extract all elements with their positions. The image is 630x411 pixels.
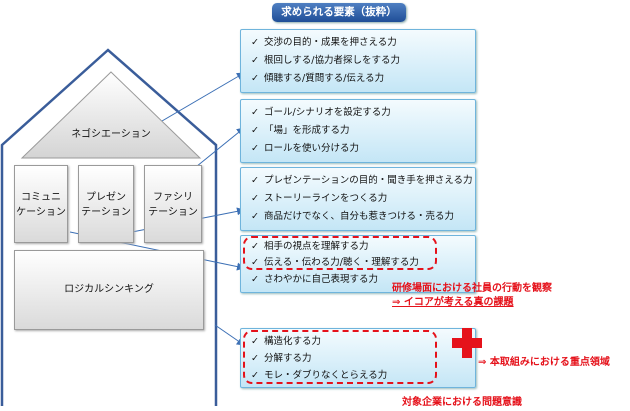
skill-label: 交渉の目的・成果を押さえる力 [264,37,397,48]
skill-item: ✓ 伝える・伝わる力/聴く・理解する力 [251,257,419,269]
skill-item: ✓ ロールを使い分ける力 [251,143,359,155]
plus-icon [452,328,482,358]
page-title: 求められる要素（抜粋） [272,3,406,22]
check-icon: ✓ [251,370,259,381]
skill-label: プレゼンテーションの目的・聞き手を押さえる力 [264,175,473,186]
skill-item: ✓ 交渉の目的・成果を押さえる力 [251,37,397,49]
check-icon: ✓ [251,193,259,204]
check-icon: ✓ [251,143,259,154]
check-icon: ✓ [251,175,259,186]
check-icon: ✓ [251,55,259,66]
roof-label: ネゴシエーション [71,129,151,140]
skill-label: 構造化する力 [264,336,322,347]
pillar-communication: コミュニ ケーション [14,165,68,243]
skill-label: 分解する力 [264,353,312,364]
skill-label: 相手の視点を理解する力 [264,241,369,252]
check-icon: ✓ [251,257,259,268]
skill-label: 傾聴する/質問する/伝える力 [264,73,385,84]
skill-item: ✓ プレゼンテーションの目的・聞き手を押さえる力 [251,175,473,187]
pillar-facilitation: ファシリ テーション [144,165,202,243]
pillar-presentation: プレゼン テーション [78,165,134,243]
check-icon: ✓ [251,211,259,222]
foundation-logical-thinking: ロジカルシンキング [14,250,204,330]
check-icon: ✓ [251,37,259,48]
skill-group-communication: ✓ 相手の視点を理解する力 ✓ 伝える・伝わる力/聴く・理解する力 ✓ さわやかに自己… [240,235,476,293]
skill-item: ✓ モレ・ダブりなくとらえる力 [251,370,387,382]
skill-item: ✓ ストーリーラインをつくる力 [251,193,387,205]
skill-label: 商品だけでなく、自分も惹きつける・売る力 [264,211,455,222]
arrow-logical [214,324,245,346]
pillar-facilitation-line2: テーション [148,207,198,218]
pillar-presentation-line1: プレゼン [86,192,126,203]
pillar-facilitation-line1: ファシリ [153,192,193,203]
skill-label: 根回しする/協力者探しをする力 [264,55,401,66]
pillar-communication-line1: コミュニ [21,192,61,203]
skill-item: ✓ 構造化する力 [251,336,321,348]
check-icon: ✓ [251,274,259,285]
highlight-logical-thinking [243,330,437,384]
skill-item: ✓ さわやかに自己表現する力 [251,274,378,286]
skill-item: ✓ 分解する力 [251,353,312,365]
skill-label: モレ・ダブりなくとらえる力 [264,370,388,381]
pillar-presentation-line2: テーション [81,207,131,218]
highlight-communication [243,236,437,270]
skill-group-facilitation: ✓ ゴール/シナリオを設定する力 ✓ 「場」を形成する力 ✓ ロールを使い分ける力 [240,99,476,163]
client-issue-note: 対象企業における問題意識 [402,397,522,408]
skill-label: 「場」を形成する力 [264,125,350,136]
house-outline [0,48,218,406]
skill-item: ✓ 傾聴する/質問する/伝える力 [251,73,384,85]
arrow-negotiation [149,72,245,129]
pillar-communication-line2: ケーション [16,207,66,218]
skill-item: ✓ 「場」を形成する力 [251,125,350,137]
skill-item: ✓ 根回しする/協力者探しをする力 [251,55,400,67]
skill-item: ✓ ゴール/シナリオを設定する力 [251,107,391,119]
skill-label: ロールを使い分ける力 [264,143,360,154]
roof-negotiation [20,71,202,159]
skill-label: ストーリーラインをつくる力 [264,193,388,204]
check-icon: ✓ [251,125,259,136]
skill-item: ✓ 相手の視点を理解する力 [251,241,369,253]
skill-item: ✓ 商品だけでなく、自分も惹きつける・売る力 [251,211,454,223]
check-icon: ✓ [251,353,259,364]
true-issue-note: ⇒ イコアが考える真の課題 [392,297,514,308]
observation-note: 研修場面における社員の行動を観察 [392,283,552,294]
focus-area-note: ⇒ 本取組みにおける重点領域 [478,357,610,368]
skill-group-negotiation: ✓ 交渉の目的・成果を押さえる力 ✓ 根回しする/協力者探しをする力 ✓ 傾聴する/質… [240,29,476,93]
skill-label: ゴール/シナリオを設定する力 [264,107,391,118]
check-icon: ✓ [251,107,259,118]
skill-group-presentation: ✓ プレゼンテーションの目的・聞き手を押さえる力 ✓ ストーリーラインをつくる力 ✓… [240,167,476,231]
check-icon: ✓ [251,336,259,347]
skill-label: さわやかに自己表現する力 [264,274,379,285]
check-icon: ✓ [251,241,259,252]
skill-label: 伝える・伝わる力/聴く・理解する力 [264,257,419,268]
check-icon: ✓ [251,73,259,84]
